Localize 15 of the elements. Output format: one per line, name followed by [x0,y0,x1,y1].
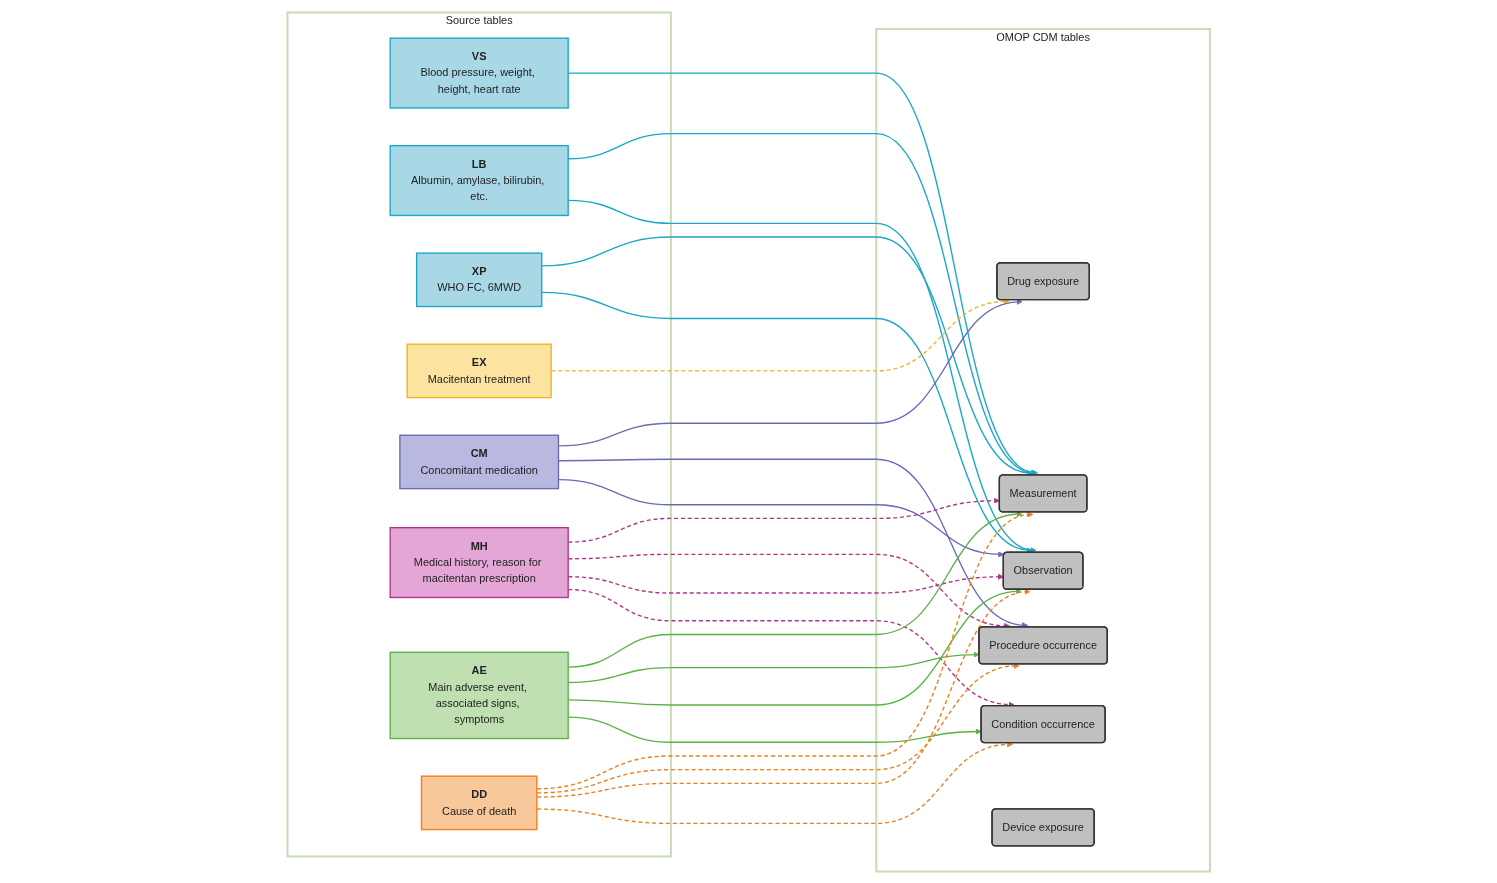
node-box: VS Blood pressure, weight, height, heart rate [389,36,569,109]
arrow [550,298,1010,372]
arrow [567,510,1023,668]
arrow [567,132,1037,475]
node-box: XP WHO FC, 6MWD [415,251,543,307]
arrow [567,199,1036,552]
arrow [567,573,1004,594]
node-box: MH Medical history, reason for macitentan prescription [389,526,569,598]
node-box: AE Main adverse event, associated signs, symptoms [389,651,569,739]
node-box: CM Concomitant medication [398,434,559,489]
arrow [567,497,1000,543]
node-box: DD Cause of death [420,775,538,830]
node-box: LB Albumin, amylase, bilirubin, etc. [389,144,569,216]
arrow [567,71,1038,474]
node-box: EX Macitentan treatment [406,343,552,398]
